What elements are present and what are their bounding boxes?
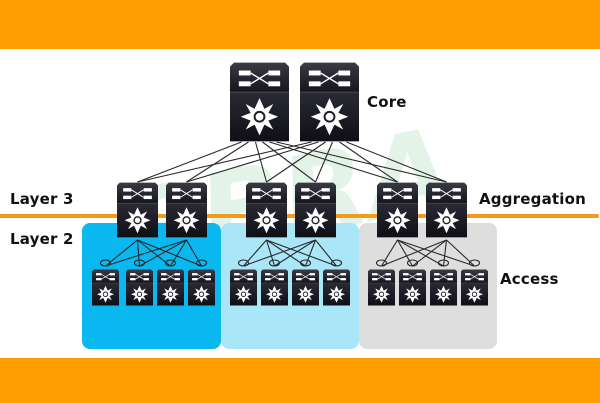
port-channel-loop <box>237 259 250 267</box>
access-switch <box>292 269 319 306</box>
access-switch <box>261 269 288 306</box>
aggregation-switch <box>117 182 158 238</box>
core-aggregation-link <box>339 141 398 183</box>
core-aggregation-link <box>266 141 326 183</box>
aggregation-switch <box>377 182 418 238</box>
aggregation-access-link <box>265 239 276 267</box>
access-switch <box>126 269 153 306</box>
access-switch <box>230 269 257 306</box>
aggregation-access-link <box>442 239 448 267</box>
port-channel-loop <box>164 259 177 267</box>
aggregation-access-link <box>243 239 316 267</box>
aggregation-access-link <box>397 239 444 267</box>
core-aggregation-link <box>314 141 334 183</box>
access-label: Access <box>500 270 559 288</box>
core-aggregation-link <box>269 141 398 183</box>
aggregation-access-link <box>412 239 447 267</box>
access-switch <box>461 269 488 306</box>
aggregation-access-link <box>304 239 317 267</box>
aggregation-access-link <box>381 239 398 267</box>
aggregation-access-link <box>266 239 337 267</box>
bottom-banner <box>0 358 600 403</box>
aggregation-access-link <box>136 239 141 267</box>
aggregation-access-link <box>137 239 202 267</box>
core-aggregation-link <box>137 141 242 183</box>
access-switch <box>368 269 395 306</box>
port-channel-loop <box>437 259 450 267</box>
port-channel-loop <box>299 259 312 267</box>
access-switch <box>157 269 184 306</box>
port-channel-loop <box>468 259 481 267</box>
aggregation-access-link <box>186 239 202 267</box>
layer3-label: Layer 3 <box>10 190 74 208</box>
aggregation-access-link <box>266 239 306 267</box>
aggregation-switch <box>295 182 336 238</box>
top-banner <box>0 0 600 49</box>
core-aggregation-link <box>254 141 268 183</box>
access-switch <box>188 269 215 306</box>
layer2-label: Layer 2 <box>10 230 74 248</box>
port-channel-loop <box>375 259 388 267</box>
core-aggregation-link <box>276 141 447 183</box>
core-aggregation-link <box>346 141 447 183</box>
pod-panel-2 <box>221 223 359 349</box>
port-channel-loop <box>330 259 343 267</box>
core-aggregation-link <box>262 141 316 183</box>
aggregation-access-link <box>105 239 138 267</box>
aggregation-access-link <box>397 239 475 267</box>
aggregation-access-link <box>274 239 316 267</box>
core-switch <box>300 62 359 142</box>
port-channel-loop <box>406 259 419 267</box>
core-label: Core <box>367 93 407 111</box>
aggregation-switch <box>426 182 467 238</box>
aggregation-access-link <box>170 239 187 267</box>
aggregation-access-link <box>397 239 413 267</box>
port-channel-loop <box>195 259 208 267</box>
access-switch <box>323 269 350 306</box>
port-channel-loop <box>133 259 146 267</box>
access-switch <box>399 269 426 306</box>
core-switch <box>230 62 289 142</box>
access-switch <box>92 269 119 306</box>
aggregation-label: Aggregation <box>479 190 587 208</box>
port-channel-loop <box>268 259 281 267</box>
aggregation-switch <box>166 182 207 238</box>
aggregation-access-link <box>137 239 171 267</box>
aggregation-access-link <box>105 239 187 267</box>
core-aggregation-link <box>186 141 249 183</box>
aggregation-switch <box>246 182 287 238</box>
port-channel-loop <box>99 259 112 267</box>
aggregation-access-link <box>243 239 267 267</box>
access-switch <box>430 269 457 306</box>
core-aggregation-link <box>137 141 312 183</box>
core-aggregation-link <box>186 141 319 183</box>
aggregation-access-link <box>315 239 337 267</box>
aggregation-access-link <box>139 239 187 267</box>
aggregation-access-link <box>381 239 447 267</box>
